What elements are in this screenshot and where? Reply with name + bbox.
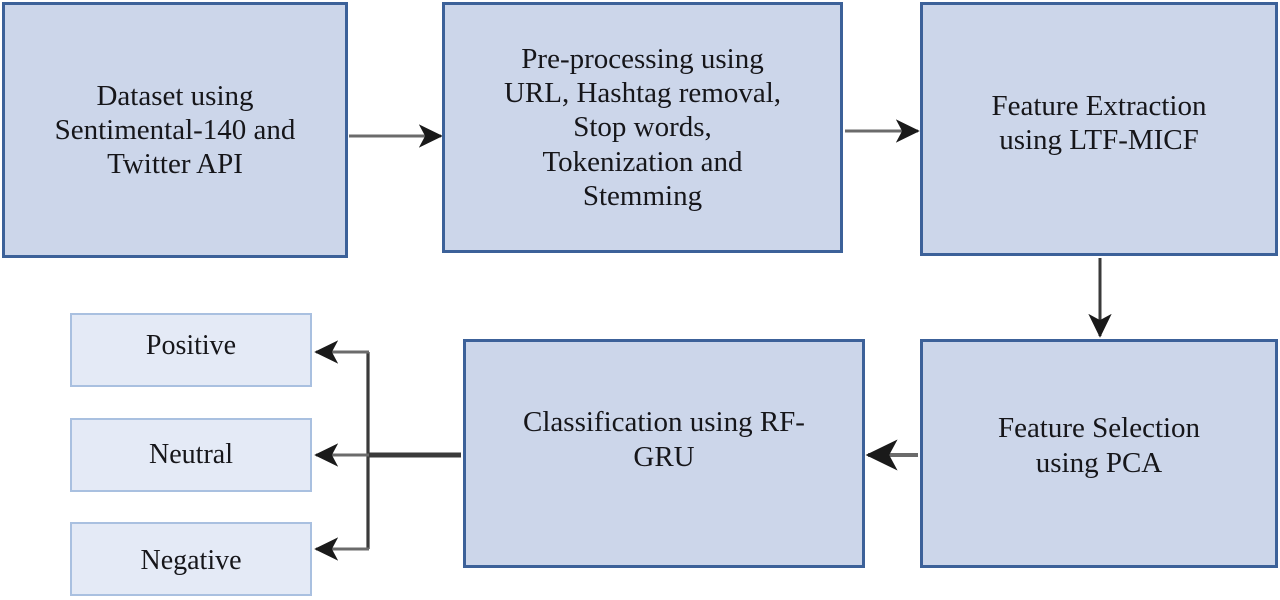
node-classification[interactable]: Classification using RF- GRU bbox=[463, 339, 865, 568]
node-outcome-positive-label: Positive bbox=[145, 330, 237, 362]
node-feature-extraction[interactable]: Feature Extraction using LTF-MICF bbox=[920, 2, 1278, 256]
node-feature-selection[interactable]: Feature Selection using PCA bbox=[920, 339, 1278, 568]
node-classification-label: Classification using RF- GRU bbox=[523, 406, 805, 473]
node-dataset[interactable]: Dataset using Sentimental-140 and Twitte… bbox=[2, 2, 348, 258]
node-dataset-label: Dataset using Sentimental-140 and Twitte… bbox=[54, 79, 296, 181]
node-preprocessing[interactable]: Pre-processing using URL, Hashtag remova… bbox=[442, 2, 843, 253]
node-feature-selection-label: Feature Selection using PCA bbox=[997, 412, 1201, 479]
node-outcome-negative-label: Negative bbox=[140, 545, 242, 577]
node-outcome-positive[interactable]: Positive bbox=[70, 313, 312, 387]
node-feature-extraction-label: Feature Extraction using LTF-MICF bbox=[991, 89, 1207, 156]
node-outcome-neutral-label: Neutral bbox=[149, 439, 233, 471]
edge-classification-to-outcomes bbox=[314, 340, 461, 561]
node-outcome-negative[interactable]: Negative bbox=[70, 522, 312, 596]
node-outcome-neutral[interactable]: Neutral bbox=[70, 418, 312, 492]
node-preprocessing-label: Pre-processing using URL, Hashtag remova… bbox=[503, 42, 782, 212]
